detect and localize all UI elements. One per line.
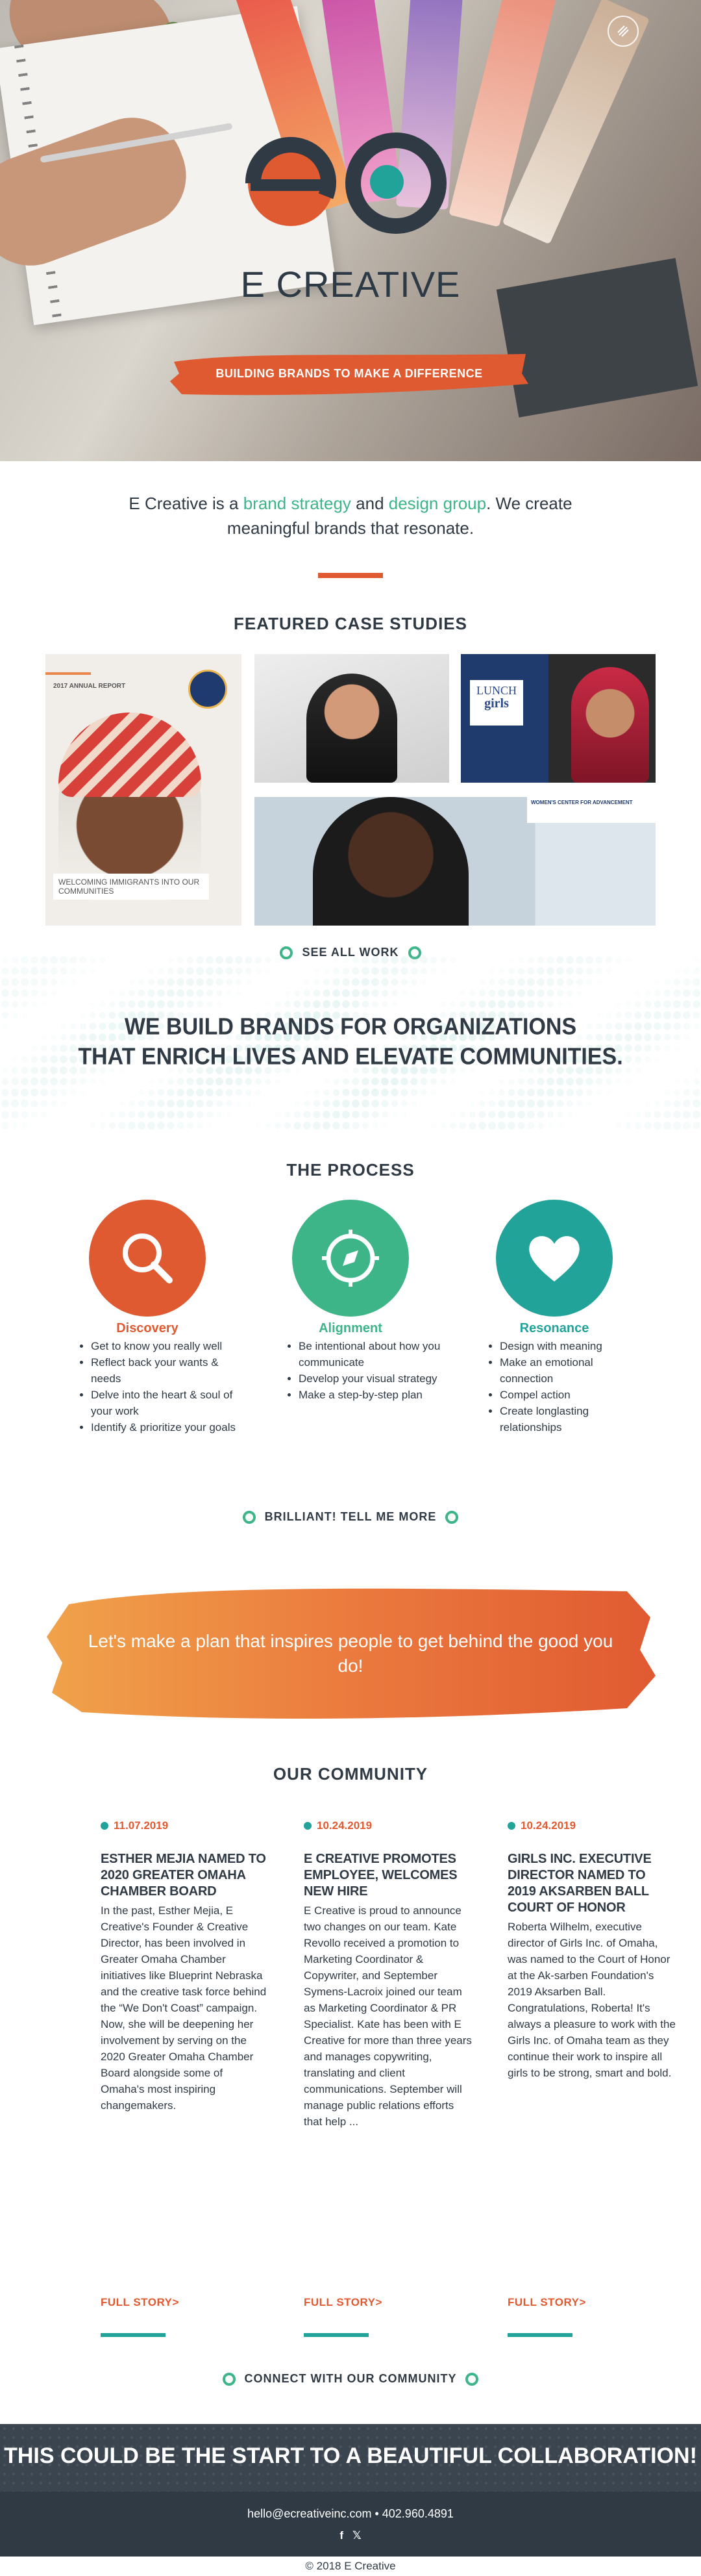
dot-icon [101, 1822, 108, 1830]
process-discovery-list: Get to know you really well Reflect back… [78, 1338, 247, 1435]
list-item: Develop your visual strategy [299, 1370, 448, 1387]
list-item: Design with meaning [500, 1338, 636, 1354]
twitter-icon[interactable]: 𝕏 [352, 2529, 362, 2542]
ring-icon [445, 1510, 459, 1524]
process-resonance-list: Design with meaning Make an emotional co… [487, 1338, 636, 1435]
process-title: THE PROCESS [286, 1160, 415, 1180]
list-item: Compel action [500, 1387, 636, 1403]
compass-menu-icon [617, 25, 629, 37]
facebook-icon[interactable]: f [339, 2529, 343, 2542]
community-title: OUR COMMUNITY [273, 1764, 428, 1784]
case-photo [571, 667, 649, 783]
news-date: 10.24.2019 [521, 1819, 576, 1832]
connect-community-link[interactable]: CONNECT WITH OUR COMMUNITY [0, 2372, 701, 2386]
ring-icon [280, 946, 293, 959]
list-item: Make a step-by-step plan [299, 1387, 448, 1403]
news-body: Roberta Wilhelm, executive director of G… [508, 1921, 676, 2079]
accent-bar [508, 2333, 572, 2337]
dotted-pattern [1, 956, 700, 1130]
process-discovery-badge [89, 1200, 206, 1317]
list-item: Reflect back your wants & needs [91, 1354, 247, 1387]
org-label: WOMEN'S CENTER FOR ADVANCEMENT [527, 797, 656, 823]
news-card: 10.24.2019 E CREATIVE PROMOTES EMPLOYEE,… [304, 1819, 473, 2130]
ring-icon [242, 1510, 256, 1524]
process-step-title: Discovery [116, 1321, 178, 1335]
process-resonance-badge [496, 1200, 613, 1317]
case-study-lunch-girls[interactable]: LUNCH girls [461, 654, 656, 783]
footer-banner [0, 2424, 701, 2492]
news-headline[interactable]: E CREATIVE PROMOTES EMPLOYEE, WELCOMES N… [304, 1852, 458, 1899]
case-studies-title: FEATURED CASE STUDIES [234, 614, 467, 633]
copyright: © 2018 E Creative [0, 2557, 701, 2576]
footer-tagline: THIS COULD BE THE START TO A BEAUTIFUL C… [4, 2443, 697, 2468]
accent-bar [304, 2333, 369, 2337]
news-headline[interactable]: ESTHER MEJIA NAMED TO 2020 GREATER OMAHA… [101, 1852, 266, 1899]
list-item: Be intentional about how you communicate [299, 1338, 448, 1370]
dot-icon [304, 1822, 312, 1830]
plan-message: Let's make a plan that inspires people t… [88, 1631, 613, 1676]
news-card: 10.24.2019 GIRLS INC. EXECUTIVE DIRECTOR… [508, 1819, 676, 2081]
news-body: E Creative is proud to announce two chan… [304, 1904, 472, 2128]
compass-icon [322, 1230, 379, 1287]
tagline-brush-stroke [170, 354, 528, 396]
heart-icon [529, 1236, 580, 1282]
list-item: Get to know you really well [91, 1338, 247, 1354]
accent-bar [101, 2333, 166, 2337]
news-date: 11.07.2019 [114, 1819, 169, 1832]
full-story-link[interactable]: FULL STORY> [304, 2296, 382, 2308]
list-item: Create longlasting relationships [500, 1403, 636, 1435]
seal-icon [188, 670, 227, 709]
case-study-annual-report[interactable]: 2017 ANNUAL REPORT WELCOMING IMMIGRANTS … [45, 654, 241, 926]
lunch-girls-logo: LUNCH girls [470, 680, 523, 726]
footer-contact-bar [0, 2492, 701, 2557]
ring-icon [222, 2372, 236, 2386]
dot-icon [508, 1822, 515, 1830]
ring-icon [465, 2372, 479, 2386]
divider [318, 573, 383, 578]
case-study-chef[interactable] [254, 654, 449, 783]
menu-button[interactable] [608, 16, 639, 47]
report-label: 2017 ANNUAL REPORT [53, 683, 126, 690]
case-study-womens-center[interactable]: WOMEN'S CENTER FOR ADVANCEMENT [254, 797, 656, 926]
plan-brush-banner [47, 1588, 656, 1719]
process-alignment-list: Be intentional about how you communicate… [286, 1338, 448, 1403]
footer-contact[interactable]: hello@ecreativeinc.com • 402.960.4891 [247, 2507, 454, 2520]
brand-strategy-link[interactable]: brand strategy [243, 494, 351, 513]
news-date: 10.24.2019 [317, 1819, 373, 1832]
tell-me-more-link[interactable]: BRILLIANT! TELL ME MORE [0, 1510, 701, 1524]
social-links: f 𝕏 [0, 2529, 701, 2542]
list-item: Make an emotional connection [500, 1354, 636, 1387]
news-card: 11.07.2019 ESTHER MEJIA NAMED TO 2020 GR… [101, 1819, 269, 2114]
mission-statement: WE BUILD BRANDS FOR ORGANIZATIONS THAT E… [78, 1013, 623, 1070]
e-creative-logo [245, 133, 447, 234]
report-caption: WELCOMING IMMIGRANTS INTO OUR COMMUNITIE… [53, 874, 209, 900]
list-item: Delve into the heart & soul of your work [91, 1387, 247, 1419]
process-alignment-badge [292, 1200, 409, 1317]
full-story-link[interactable]: FULL STORY> [101, 2296, 179, 2308]
full-story-link[interactable]: FULL STORY> [508, 2296, 586, 2308]
news-headline[interactable]: GIRLS INC. EXECUTIVE DIRECTOR NAMED TO 2… [508, 1852, 652, 1915]
tagline: BUILDING BRANDS TO MAKE A DIFFERENCE [215, 366, 483, 380]
case-photo [306, 674, 397, 783]
ring-icon [408, 946, 421, 959]
list-item: Identify & prioritize your goals [91, 1419, 247, 1435]
magnifier-icon [123, 1233, 173, 1283]
see-all-work-link[interactable]: SEE ALL WORK [0, 946, 701, 959]
case-photo [313, 797, 469, 926]
brand-name: E CREATIVE [240, 264, 461, 305]
hero-banner: E CREATIVE BUILDING BRANDS TO MAKE A DIF… [0, 0, 701, 461]
process-step-title: Alignment [319, 1321, 382, 1335]
design-group-link[interactable]: design group [388, 494, 487, 513]
process-step-title: Resonance [519, 1321, 589, 1335]
intro-statement: E Creative is a brand strategy and desig… [129, 494, 572, 538]
news-body: In the past, Esther Mejia, E Creative's … [101, 1904, 267, 2112]
